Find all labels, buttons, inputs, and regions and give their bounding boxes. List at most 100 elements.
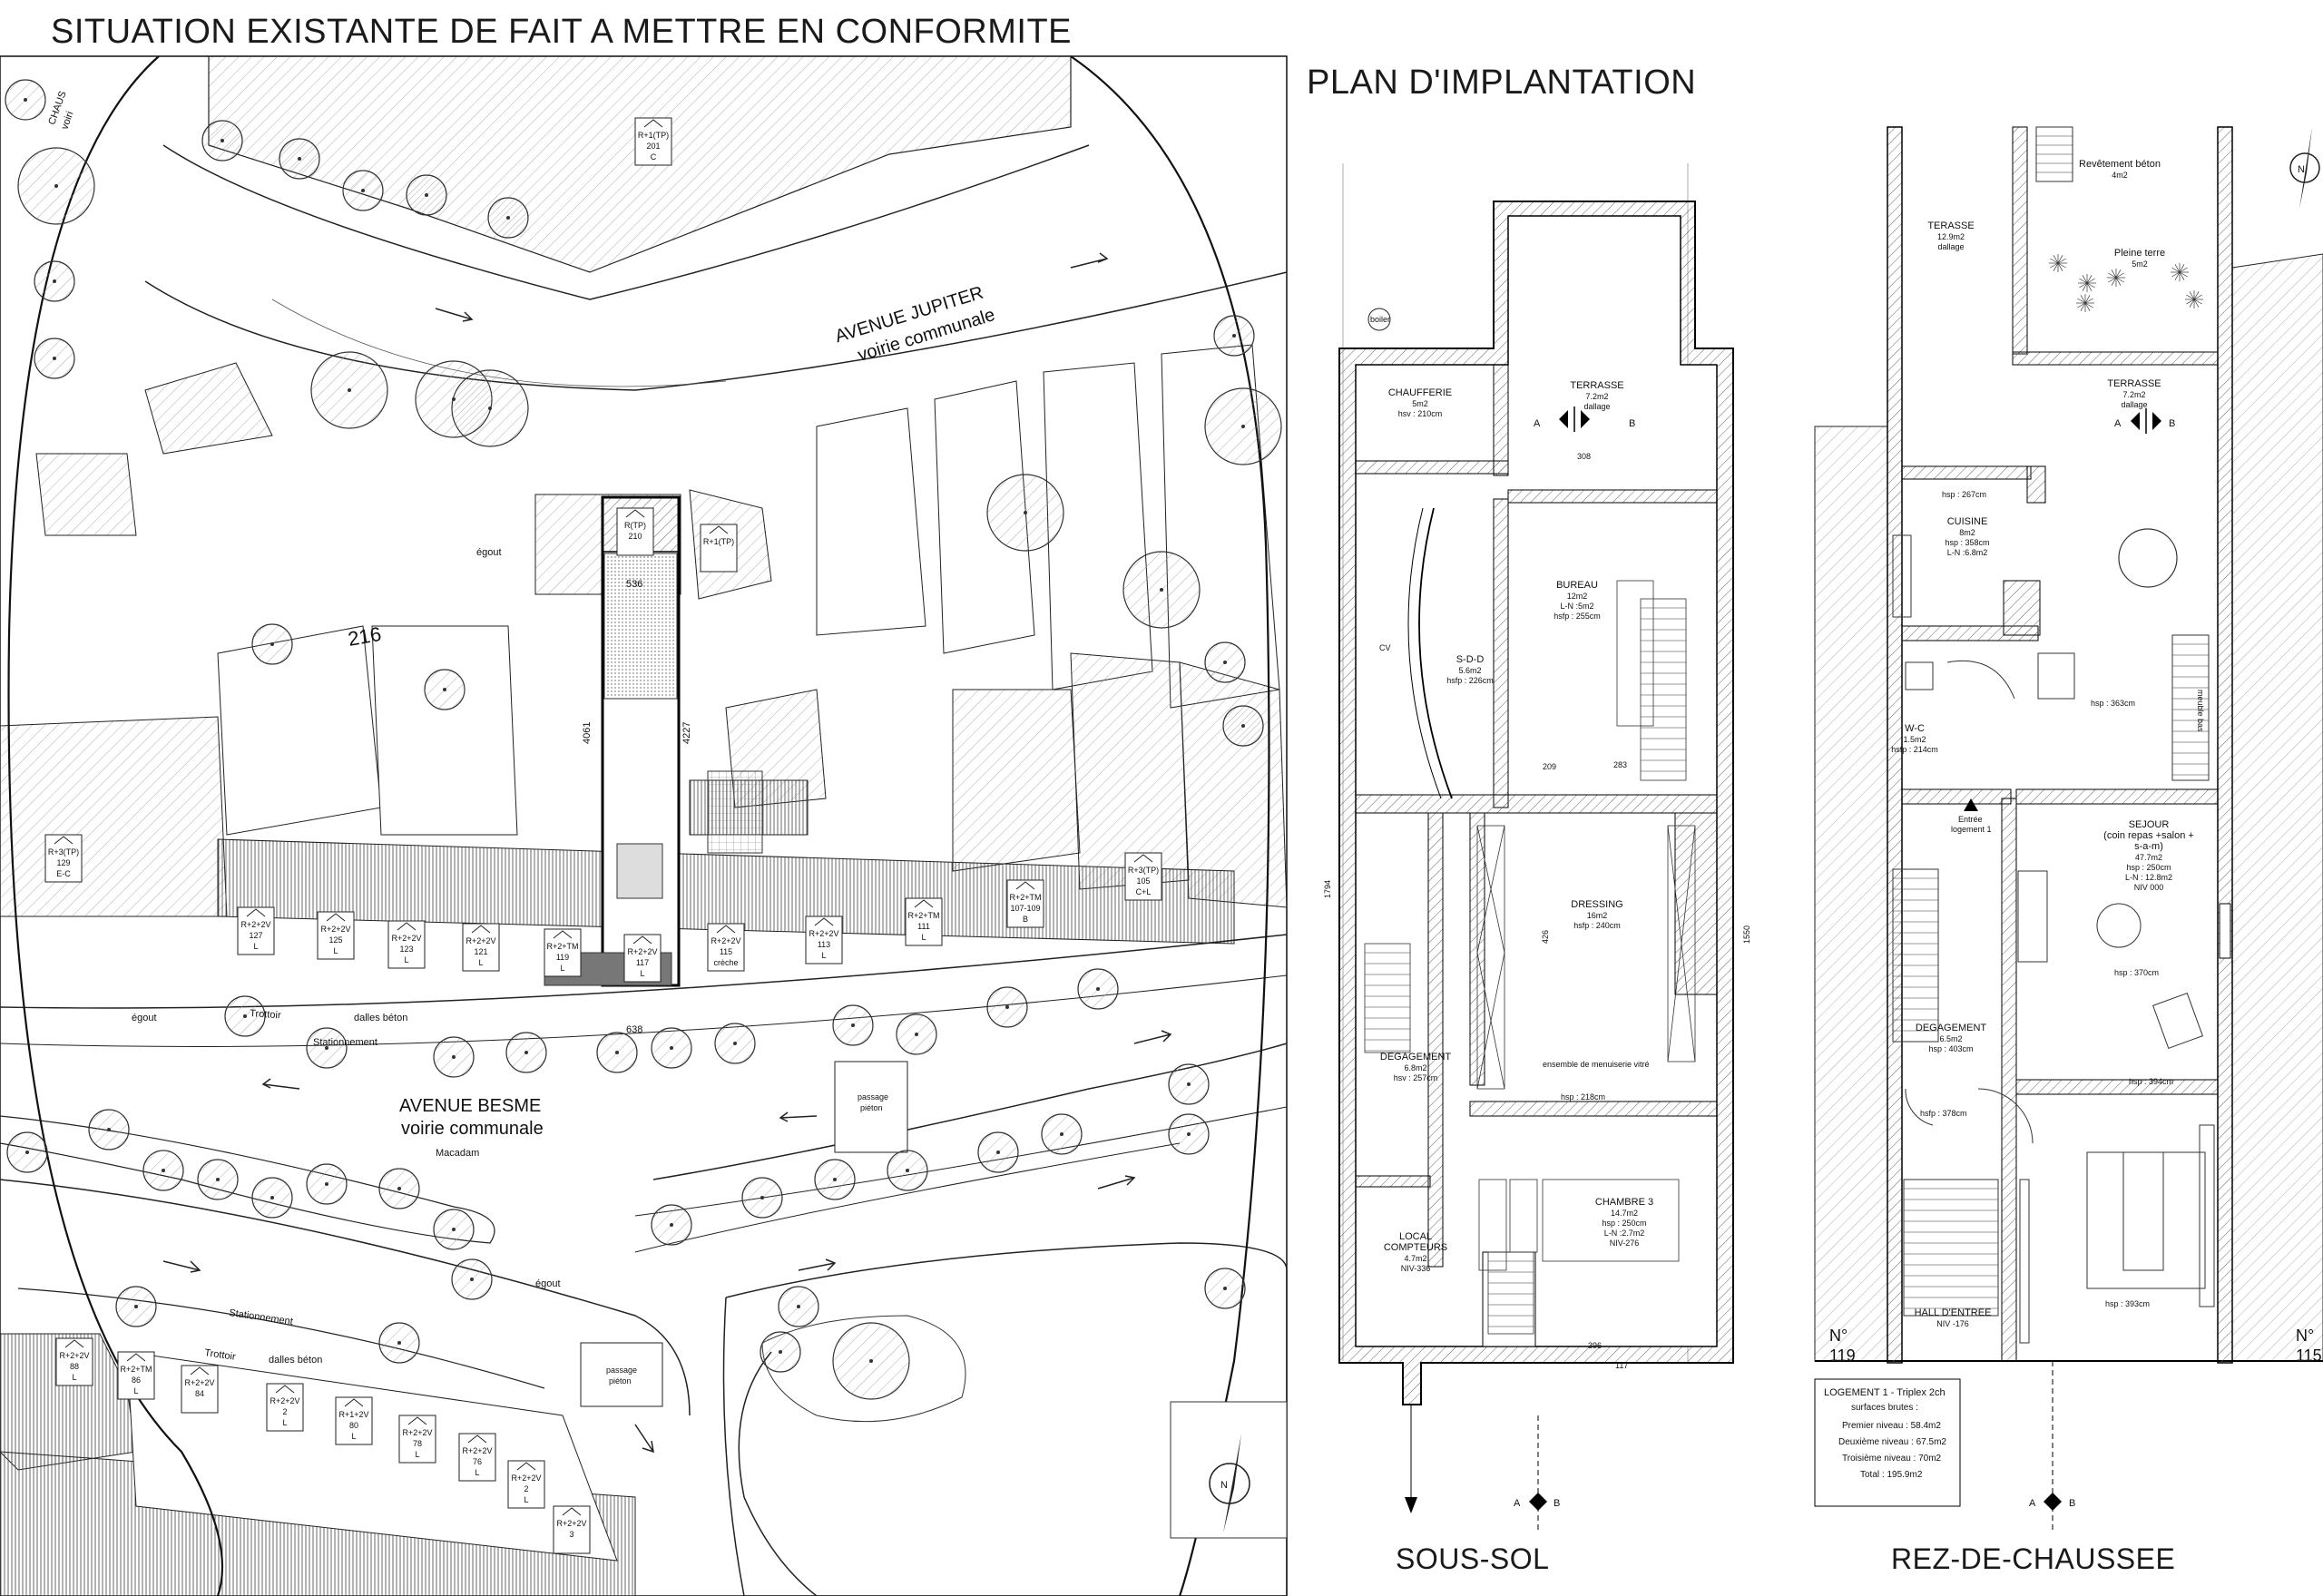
svg-text:AVENUE BESME: AVENUE BESME <box>399 1096 541 1116</box>
north-arrow-icon-rez: N <box>2289 127 2320 209</box>
room-sejour: SEJOUR(coin repas +salon +s-a-m)47.7m2hs… <box>2103 819 2194 892</box>
svg-text:NIV-276: NIV-276 <box>1610 1239 1640 1248</box>
plant-icon <box>2049 254 2067 272</box>
svg-text:hsfp : 214cm: hsfp : 214cm <box>1891 745 1938 754</box>
svg-text:80: 80 <box>349 1421 358 1430</box>
neighbour-119-number: 119 <box>1829 1346 1856 1365</box>
svg-text:R+2+2V: R+2+2V <box>240 920 270 929</box>
svg-text:5m2: 5m2 <box>2132 259 2148 269</box>
svg-text:dallage: dallage <box>1937 242 1964 251</box>
svg-text:6.5m2: 6.5m2 <box>1939 1034 1962 1043</box>
svg-text:78: 78 <box>413 1439 422 1448</box>
svg-text:121: 121 <box>474 947 487 956</box>
svg-text:R+2+2V: R+2+2V <box>466 936 495 945</box>
svg-text:R+1(TP): R+1(TP) <box>638 131 669 140</box>
svg-text:R+2+2V: R+2+2V <box>320 925 350 934</box>
svg-text:A: A <box>1514 1498 1521 1509</box>
svg-text:308: 308 <box>1577 452 1591 461</box>
svg-text:127: 127 <box>249 931 262 940</box>
boiler-icon <box>1367 308 1391 331</box>
svg-text:L: L <box>404 955 408 964</box>
svg-text:s-a-m): s-a-m) <box>2134 841 2163 852</box>
plant-icon <box>2107 269 2125 287</box>
site-dim-4227: 4227 <box>681 722 692 744</box>
svg-text:4.7m2: 4.7m2 <box>1404 1254 1426 1263</box>
svg-text:210: 210 <box>628 532 642 541</box>
north-arrow-icon: N <box>1170 1401 1288 1539</box>
svg-text:L: L <box>133 1386 138 1395</box>
svg-text:CHAUFFERIE: CHAUFFERIE <box>1388 387 1452 398</box>
svg-text:105: 105 <box>1136 876 1150 886</box>
svg-text:N: N <box>2298 164 2305 175</box>
svg-text:Revêtement béton: Revêtement béton <box>2079 159 2161 170</box>
svg-text:14.7m2: 14.7m2 <box>1611 1209 1638 1218</box>
svg-text:7.2m2: 7.2m2 <box>2122 390 2145 399</box>
svg-text:voiri: voiri <box>59 110 75 131</box>
svg-text:boiler: boiler <box>1370 315 1390 324</box>
plan-title: PLAN D'IMPLANTATION <box>1307 64 1697 102</box>
svg-text:L: L <box>253 942 258 951</box>
svg-text:R+2+2V: R+2+2V <box>184 1378 214 1387</box>
svg-text:Total : 195.9m2: Total : 195.9m2 <box>1860 1470 1923 1480</box>
label-stationnement-1: Stationnement <box>313 1037 377 1048</box>
neighbour-115-label: N° <box>2296 1327 2314 1345</box>
svg-text:R+2+2V: R+2+2V <box>511 1474 541 1483</box>
ss-section-a: A <box>1534 418 1541 429</box>
svg-text:129: 129 <box>56 858 70 867</box>
svg-text:E-C: E-C <box>56 869 71 878</box>
label-pieton-1: piéton <box>860 1103 883 1112</box>
plant-icon <box>2076 294 2094 312</box>
svg-text:R(TP): R(TP) <box>624 521 646 530</box>
svg-text:hsp : 218cm: hsp : 218cm <box>1561 1092 1605 1102</box>
svg-text:426: 426 <box>1541 930 1550 944</box>
svg-text:1550: 1550 <box>1742 925 1751 944</box>
svg-text:DRESSING: DRESSING <box>1571 899 1622 910</box>
svg-text:hsp : 363cm: hsp : 363cm <box>2091 699 2135 708</box>
svg-text:6.8m2: 6.8m2 <box>1404 1063 1426 1072</box>
svg-text:L: L <box>921 933 926 942</box>
label-pieton-2: piéton <box>609 1376 632 1385</box>
entrance-marker-icon <box>1964 798 1978 811</box>
svg-text:R+2+2V: R+2+2V <box>809 929 838 938</box>
svg-text:ensemble de menuiserie vitré: ensemble de menuiserie vitré <box>1543 1060 1650 1069</box>
svg-text:TERRASSE: TERRASSE <box>1570 380 1623 391</box>
svg-text:L: L <box>821 951 826 960</box>
svg-text:B: B <box>2069 1498 2075 1509</box>
svg-text:W-C: W-C <box>1905 723 1925 734</box>
svg-text:L: L <box>282 1418 287 1427</box>
svg-text:2: 2 <box>524 1484 528 1493</box>
svg-text:S-D-D: S-D-D <box>1456 654 1485 665</box>
svg-text:logement 1: logement 1 <box>1951 825 1992 834</box>
svg-text:hsp : 403cm: hsp : 403cm <box>1928 1044 1973 1053</box>
svg-text:HALL D'ENTREE: HALL D'ENTREE <box>1915 1307 1992 1318</box>
neighbour-115-number: 115 <box>2296 1346 2322 1365</box>
svg-text:hsfp : 255cm: hsfp : 255cm <box>1554 612 1601 621</box>
svg-text:R+2+2V: R+2+2V <box>391 934 421 943</box>
svg-text:hsp : 358cm: hsp : 358cm <box>1945 538 1989 547</box>
site-dim-4061: 4061 <box>582 722 593 744</box>
svg-text:L: L <box>351 1432 356 1441</box>
label-avenue-jupiter: AVENUE JUPITER voirie communale <box>833 283 997 366</box>
svg-text:meuble bas: meuble bas <box>2196 690 2205 732</box>
garden-plants <box>2049 254 2203 312</box>
svg-text:R+2+TM: R+2+TM <box>1009 893 1041 902</box>
svg-text:CUISINE: CUISINE <box>1947 516 1988 527</box>
